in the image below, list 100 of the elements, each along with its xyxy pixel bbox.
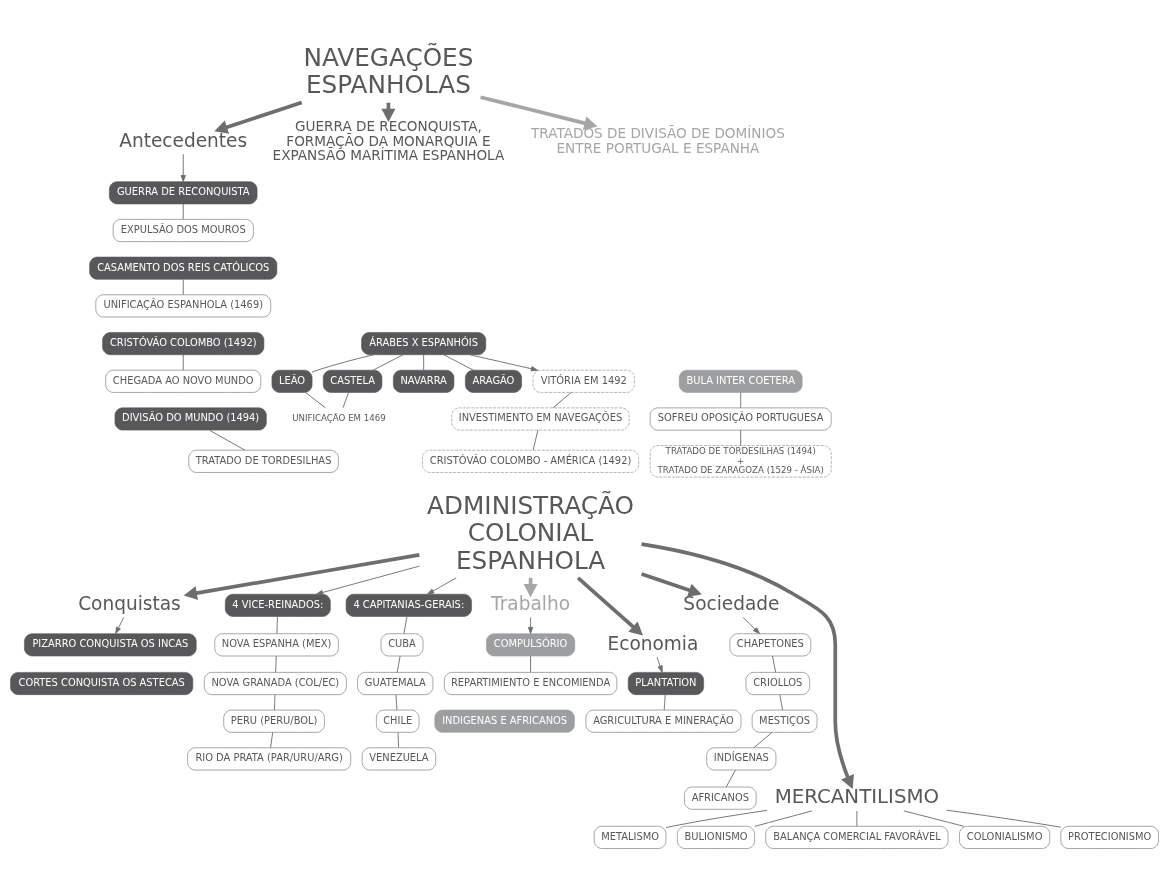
node-box: REPARTIMIENTO E ENCOMIENDA <box>444 672 618 695</box>
connector <box>342 392 350 409</box>
arrow <box>115 617 125 635</box>
connector <box>397 731 400 749</box>
node-text: UNIFICAÇÃO EM 1469 <box>292 413 386 424</box>
connector <box>270 731 274 749</box>
node-box: CRIOLLOS <box>745 672 810 695</box>
connector <box>372 354 404 371</box>
connector <box>275 655 277 673</box>
node-box: EXPULSÃO DOS MOUROS <box>112 219 254 242</box>
node-box: CHAPETONES <box>729 633 812 657</box>
connector <box>182 354 184 371</box>
node-box: MESTIÇOS <box>751 709 818 733</box>
node-box: BULIONISMO <box>677 825 755 849</box>
node-box: TRATADO DE TORDESILHAS <box>188 449 339 473</box>
node-box: CUBA <box>380 633 424 657</box>
node-box: CASAMENTO DOS REIS CATÓLICOS <box>89 256 278 280</box>
node-box: BALANÇA COMERCIAL FAVORÁVEL <box>765 825 949 849</box>
node-box: PLANTATION <box>627 672 704 695</box>
node-text: ADMINISTRAÇÃO COLONIAL ESPANHOLA <box>427 491 635 575</box>
arrow <box>656 656 663 673</box>
connector <box>856 810 858 827</box>
node-box: ARAGÃO <box>465 369 522 393</box>
node-box: 4 CAPITANIAS-GERAIS: <box>345 593 472 617</box>
node-box: CASTELA <box>322 369 383 393</box>
connector <box>276 616 278 635</box>
node-box: INVESTIMENTO EM NAVEGAÇÕES <box>451 407 630 431</box>
connector <box>779 694 784 711</box>
node-box: CHEGADA AO NOVO MUNDO <box>105 369 262 393</box>
arrow <box>180 153 186 183</box>
node-text: Antecedentes <box>119 129 248 151</box>
node-text: NAVEGAÇÕES ESPANHOLAS <box>303 43 474 100</box>
connector <box>740 429 742 446</box>
arrow <box>480 95 598 130</box>
node-box: TRATADO DE TORDESILHAS (1494) + TRATADO DE ZARAGOZA (1529 - ÁSIA) <box>649 445 832 478</box>
arrow <box>214 100 303 134</box>
node-box: INDÍGENAS <box>706 747 777 771</box>
arrow <box>469 354 538 372</box>
connector <box>423 354 425 371</box>
node-text: GUERRA DE RECONQUISTA, FORMAÇÃO DA MONARQUIA E EXPANSÃO MARÍTIMA ESPANHOLA <box>272 117 505 164</box>
node-box: NOVA ESPANHA (MEX) <box>214 633 339 657</box>
node-box: PIZARRO CONQUISTA OS INCAS <box>24 633 197 657</box>
connector <box>532 429 539 451</box>
node-box: INDIGENAS E AFRICANOS <box>434 709 575 733</box>
node-text: Trabalho <box>491 592 571 614</box>
connector <box>663 694 666 711</box>
arrow <box>527 617 534 635</box>
connector <box>740 392 742 409</box>
node-box: CORTES CONQUISTA OS ASTECAS <box>10 672 194 695</box>
node-box: ÁRABES X ESPANHÓIS <box>361 332 487 356</box>
arrow <box>640 572 702 597</box>
node-text: TRATADOS DE DIVISÃO DE DOMÍNIOS ENTRE PORTUGAL E ESPANHA <box>531 125 785 156</box>
arrow <box>427 577 457 595</box>
connector <box>665 809 768 829</box>
arrow <box>742 617 760 635</box>
node-text: Conquistas <box>78 592 181 614</box>
node-box: SOFREU OPOSIÇÃO PORTUGUESA <box>649 407 832 431</box>
node-box: COMPULSÓRIO <box>486 633 576 657</box>
node-text: Economia <box>607 632 699 654</box>
connector <box>753 731 773 749</box>
node-box: COLONIALISMO <box>959 825 1051 849</box>
connector <box>725 769 736 788</box>
node-text: MERCANTILISMO <box>774 785 940 809</box>
node-box: PERU (PERU/BOL) <box>223 709 325 733</box>
arrow <box>576 576 643 636</box>
node-box: AGRICULTURA E MINERAÇÃO <box>585 709 742 733</box>
node-box: CRISTÓVÃO COLOMBO - AMÉRICA (1492) <box>422 449 640 473</box>
node-box: GUATEMALA <box>357 672 434 695</box>
connector <box>946 809 1062 828</box>
connector <box>274 694 276 711</box>
node-text: Sociedade <box>683 592 780 614</box>
connector <box>305 392 326 409</box>
connector <box>552 392 572 409</box>
connector <box>903 810 965 827</box>
node-box: VITÓRIA EM 1492 <box>532 369 635 393</box>
connector <box>395 694 398 711</box>
connector <box>443 354 474 371</box>
connector <box>403 616 408 635</box>
node-box: CRISTÓVÃO COLOMBO (1492) <box>102 332 265 356</box>
arrow <box>183 553 420 601</box>
node-box: LEÃO <box>271 369 313 393</box>
node-box: DIVISÃO DO MUNDO (1494) <box>114 407 267 431</box>
connector <box>530 655 532 673</box>
connector <box>754 810 813 827</box>
connector <box>182 278 184 296</box>
node-box: VENEZUELA <box>361 747 436 771</box>
connector <box>396 655 401 673</box>
node-box: NAVARRA <box>393 369 455 393</box>
node-box: METALISMO <box>593 825 667 849</box>
connector <box>772 655 777 673</box>
node-box: PROTECIONISMO <box>1060 825 1159 849</box>
node-box: UNIFICAÇÃO ESPANHOLA (1469) <box>95 294 271 318</box>
connector <box>182 203 184 220</box>
connector <box>311 354 375 373</box>
node-box: GUERRA DE RECONQUISTA <box>109 181 258 205</box>
node-box: AFRICANOS <box>684 786 757 810</box>
node-box: BULA INTER COETERA <box>678 369 803 393</box>
arrow <box>641 542 854 789</box>
node-box: RIO DA PRATA (PAR/URU/ARG) <box>187 747 352 771</box>
node-box: 4 VICE-REINADOS: <box>224 593 331 617</box>
